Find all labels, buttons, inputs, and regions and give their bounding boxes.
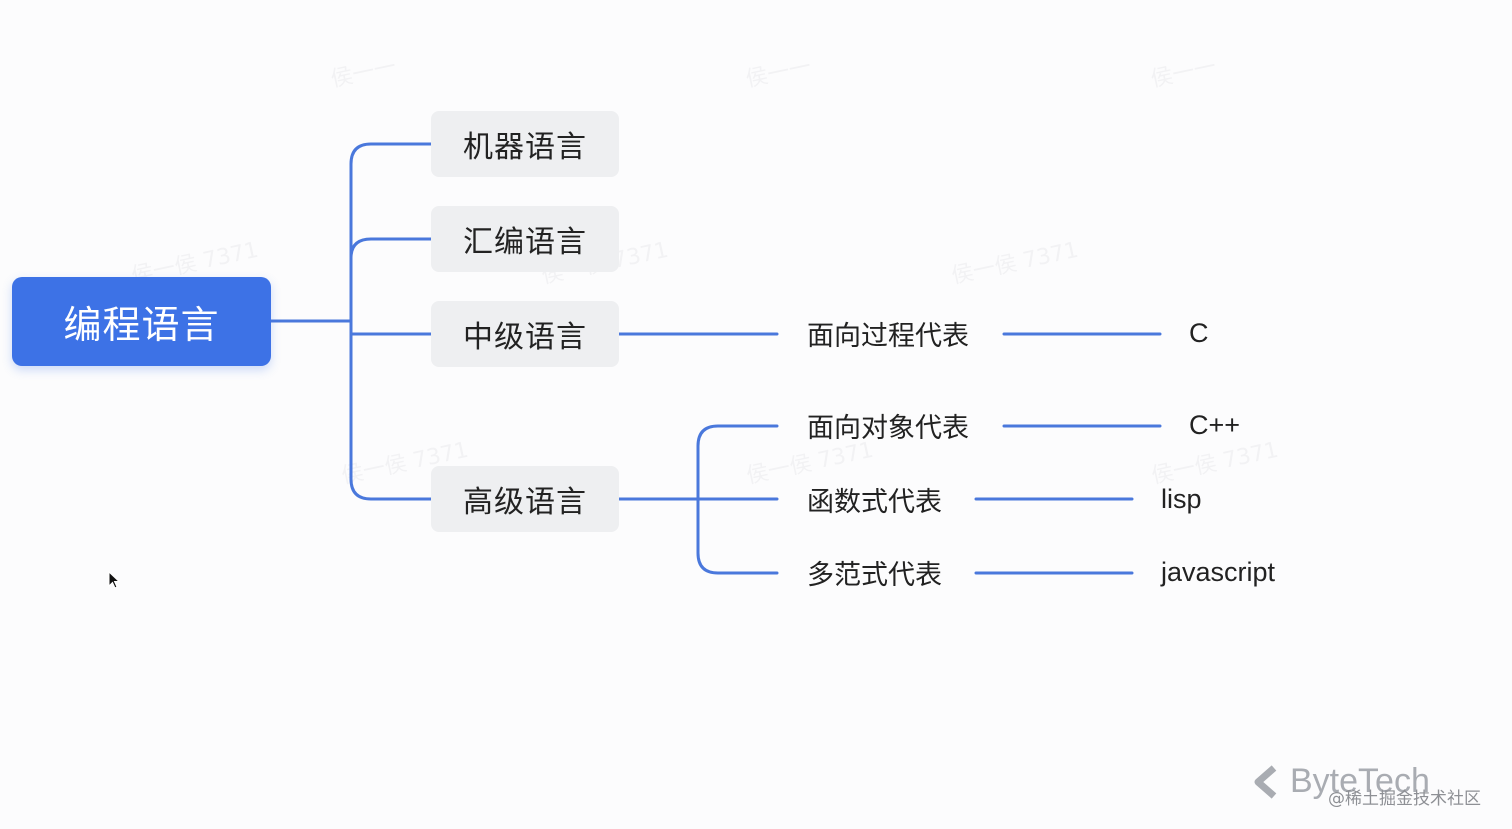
category-label: 汇编语言 bbox=[463, 225, 587, 260]
example-node-lisp[interactable]: lisp bbox=[1161, 479, 1202, 519]
category-label: 高级语言 bbox=[463, 485, 587, 520]
brand-watermark: ByteTech bbox=[1252, 762, 1430, 801]
bytetech-logo-icon bbox=[1254, 764, 1277, 799]
category-label: 中级语言 bbox=[463, 320, 587, 355]
category-node-mid-level[interactable]: 中级语言 bbox=[431, 301, 619, 367]
connector-cat-1 bbox=[349, 142, 433, 323]
category-node-assembly[interactable]: 汇编语言 bbox=[431, 206, 619, 272]
paradigm-node-functional[interactable]: 函数式代表 bbox=[807, 479, 942, 519]
root-label: 编程语言 bbox=[63, 303, 220, 347]
example-node-c[interactable]: C bbox=[1189, 313, 1209, 353]
paradigm-node-object-oriented[interactable]: 面向对象代表 bbox=[807, 405, 969, 445]
connector-cat-2 bbox=[349, 237, 433, 260]
paradigm-label: 多范式代表 bbox=[807, 559, 942, 591]
brand-name: ByteTech bbox=[1290, 762, 1430, 800]
paradigm-label: 面向对象代表 bbox=[807, 412, 969, 444]
community-credit: @稀土掘金技术社区 bbox=[1328, 789, 1481, 809]
paradigm-node-multi-paradigm[interactable]: 多范式代表 bbox=[807, 552, 942, 592]
example-label: C bbox=[1189, 317, 1209, 348]
example-label: javascript bbox=[1161, 556, 1276, 587]
example-label: C++ bbox=[1189, 409, 1241, 440]
paradigm-label: 面向过程代表 bbox=[807, 320, 969, 352]
connector-cat-4 bbox=[349, 319, 433, 501]
example-node-cpp[interactable]: C++ bbox=[1189, 405, 1240, 445]
paradigm-node-procedural[interactable]: 面向过程代表 bbox=[807, 313, 969, 353]
paradigm-label: 函数式代表 bbox=[807, 486, 942, 518]
connector-paradigm-multi bbox=[696, 497, 779, 575]
category-node-machine[interactable]: 机器语言 bbox=[431, 111, 619, 177]
category-node-high-level[interactable]: 高级语言 bbox=[431, 466, 619, 532]
example-node-javascript[interactable]: javascript bbox=[1161, 552, 1275, 592]
mouse-pointer-icon bbox=[108, 571, 120, 589]
connector-paradigm-oo bbox=[696, 424, 779, 501]
example-label: lisp bbox=[1161, 483, 1202, 514]
root-node[interactable]: 编程语言 bbox=[12, 277, 271, 366]
category-label: 机器语言 bbox=[463, 130, 587, 165]
